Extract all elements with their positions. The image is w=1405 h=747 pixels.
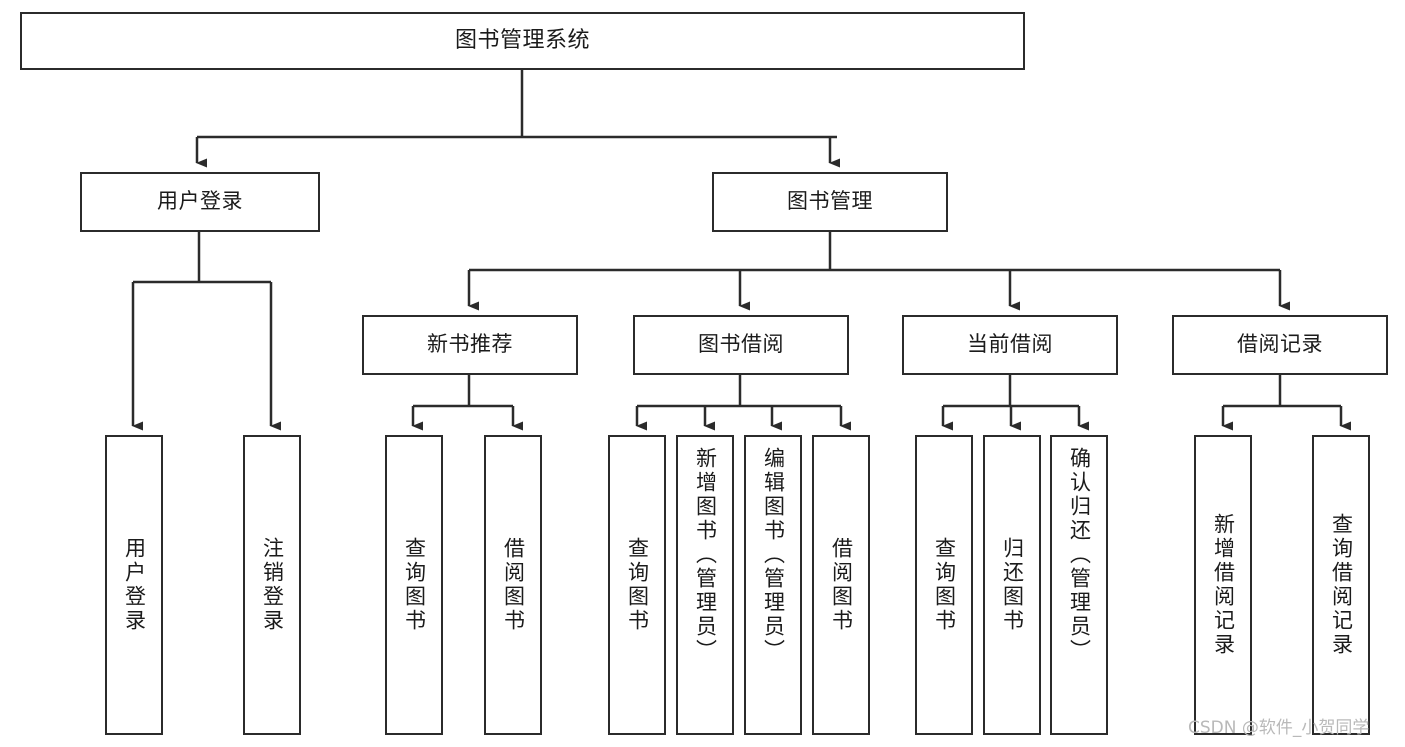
node-label: 编辑图书（管理员） [761,447,786,663]
node-new-book-recommend[interactable]: 新书推荐 [362,315,578,375]
leaf-add-book-admin[interactable]: 新增图书（管理员） [676,435,734,735]
node-label: 新增借阅记录 [1211,513,1236,657]
leaf-user-login[interactable]: 用户登录 [105,435,163,735]
leaf-add-borrow-record[interactable]: 新增借阅记录 [1194,435,1252,735]
leaf-logout[interactable]: 注销登录 [243,435,301,735]
node-label: 图书管理系统 [454,27,590,53]
node-label: 查询图书 [932,537,957,633]
leaf-query-book-borrow[interactable]: 查询图书 [608,435,666,735]
node-root-book-management-system[interactable]: 图书管理系统 [20,12,1025,70]
node-label: 查询借阅记录 [1329,513,1354,657]
leaf-confirm-return-admin[interactable]: 确认归还（管理员） [1050,435,1108,735]
node-borrow-record[interactable]: 借阅记录 [1172,315,1388,375]
node-label: 图书管理 [787,189,873,214]
node-label: 当前借阅 [967,332,1053,357]
leaf-borrow-book-newbook[interactable]: 借阅图书 [484,435,542,735]
node-label: 图书借阅 [698,332,784,357]
node-label: 查询图书 [402,537,427,633]
leaf-borrow-book[interactable]: 借阅图书 [812,435,870,735]
node-label: 新书推荐 [427,332,513,357]
node-book-borrow[interactable]: 图书借阅 [633,315,849,375]
leaf-query-book-current[interactable]: 查询图书 [915,435,973,735]
node-label: 借阅记录 [1237,332,1323,357]
leaf-edit-book-admin[interactable]: 编辑图书（管理员） [744,435,802,735]
leaf-query-borrow-record[interactable]: 查询借阅记录 [1312,435,1370,735]
node-current-borrow[interactable]: 当前借阅 [902,315,1118,375]
leaf-return-book[interactable]: 归还图书 [983,435,1041,735]
node-book-management[interactable]: 图书管理 [712,172,948,232]
node-label: 借阅图书 [501,537,526,633]
leaf-query-book-newbook[interactable]: 查询图书 [385,435,443,735]
node-label: 注销登录 [260,537,285,633]
node-label: 借阅图书 [829,537,854,633]
node-label: 用户登录 [122,537,147,633]
node-user-login[interactable]: 用户登录 [80,172,320,232]
node-label: 确认归还（管理员） [1067,447,1092,663]
node-label: 查询图书 [625,537,650,633]
node-label: 归还图书 [1000,537,1025,633]
csdn-watermark: CSDN @软件_小贺同学 [1188,718,1370,738]
node-label: 新增图书（管理员） [693,447,718,663]
node-label: 用户登录 [157,189,243,214]
